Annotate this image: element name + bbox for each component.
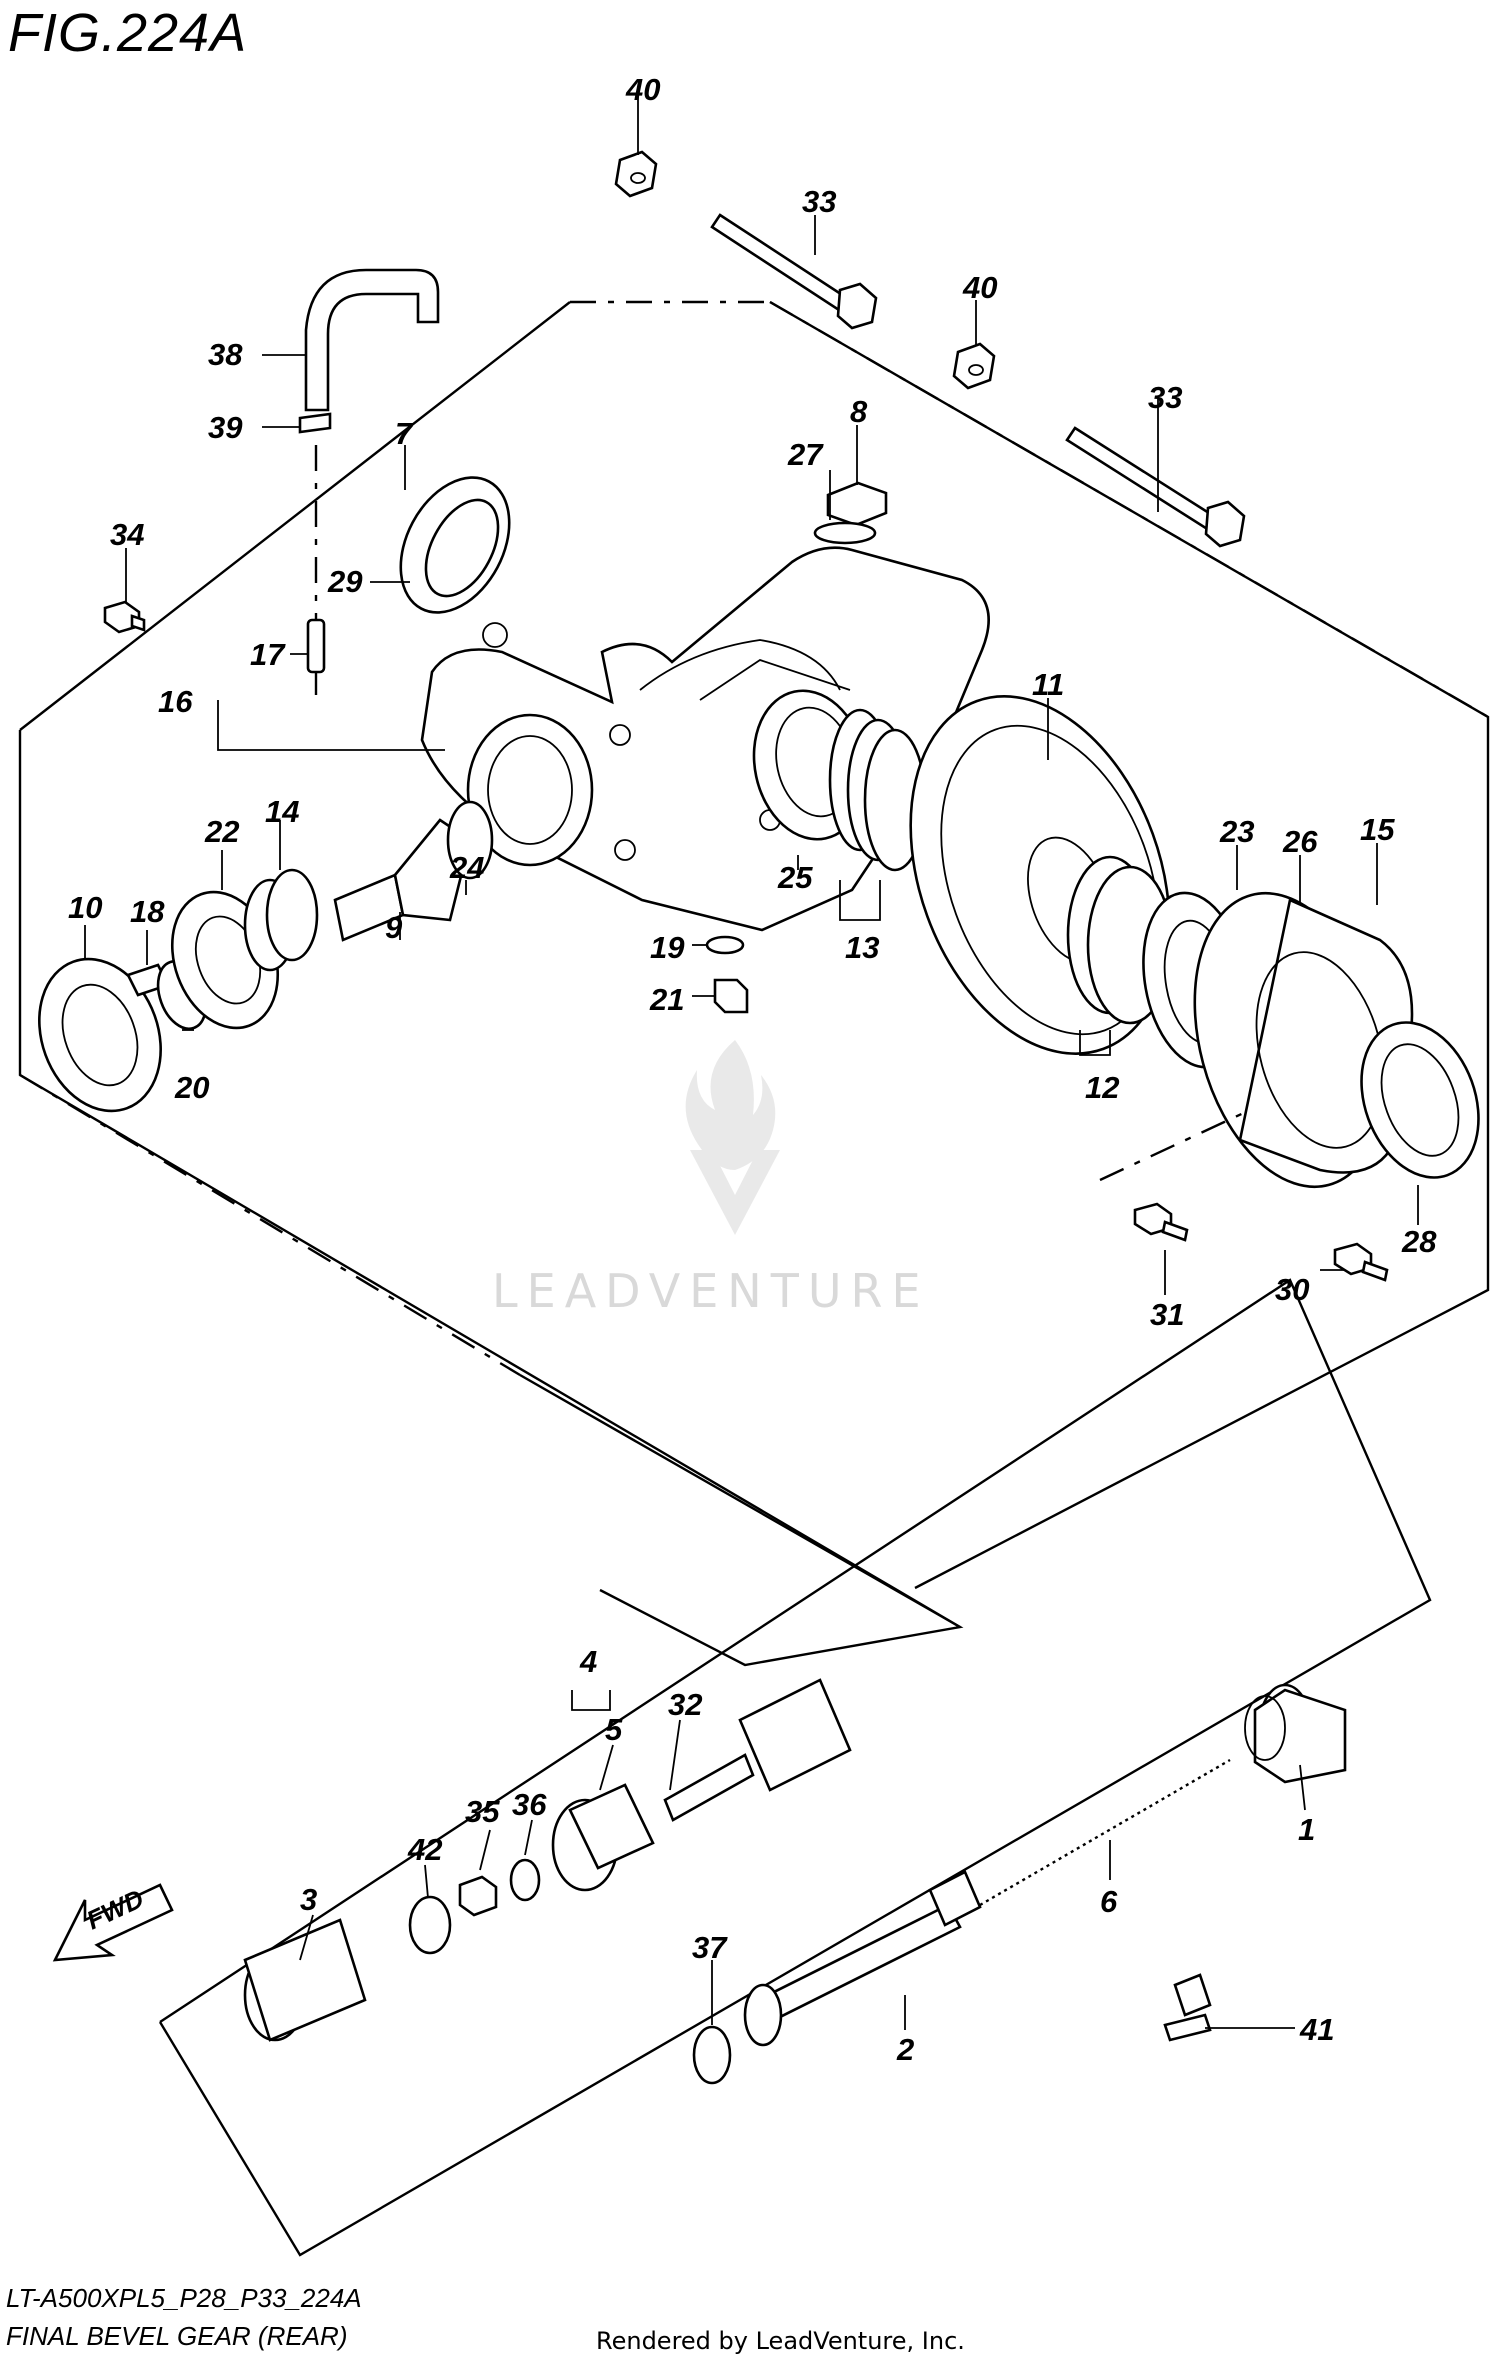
oil-seal-28	[1360, 1021, 1480, 1179]
callout-19: 19	[650, 930, 685, 965]
coupling-1	[1244, 1683, 1347, 1784]
callout-10: 10	[68, 890, 102, 925]
diagram-subtitle: FINAL BEVEL GEAR (REAR)	[6, 2321, 348, 2351]
callout-41: 41	[1299, 2012, 1334, 2047]
callout-13: 13	[845, 930, 879, 965]
callout-21: 21	[649, 982, 684, 1017]
callout-6: 6	[1100, 1884, 1118, 1919]
o-ring-37	[692, 2025, 732, 2085]
callout-4: 4	[579, 1644, 597, 1679]
callout-labels: 40 33 40 33 8 27 38 39 7 34 29 17 16 11 …	[68, 72, 1437, 2067]
nut-35	[458, 1875, 498, 1917]
bearing-24	[446, 800, 494, 880]
callout-39: 39	[208, 410, 243, 445]
model-code: LT-A500XPL5_P28_P33_224A	[6, 2283, 362, 2313]
callout-22: 22	[204, 814, 239, 849]
callout-3: 3	[300, 1882, 317, 1917]
callout-8: 8	[850, 394, 868, 429]
callout-38: 38	[208, 337, 243, 372]
bolt-31	[1133, 1202, 1189, 1242]
washer-36	[509, 1858, 541, 1902]
callout-18: 18	[130, 894, 165, 929]
drain-plug-21	[713, 978, 749, 1014]
bolt-33-top	[710, 213, 878, 330]
callout-40b: 40	[962, 270, 997, 305]
callout-33a: 33	[802, 184, 836, 219]
callout-5: 5	[605, 1712, 623, 1747]
callout-33b: 33	[1148, 380, 1182, 415]
render-credit: Rendered by LeadVenture, Inc.	[596, 2327, 965, 2355]
callout-15: 15	[1360, 812, 1395, 847]
spring-6	[979, 1758, 1231, 1907]
bolt-34	[103, 600, 146, 634]
callout-20: 20	[174, 1070, 209, 1105]
shims-14	[243, 868, 319, 972]
callout-29: 29	[327, 564, 363, 599]
shaft-2	[743, 1870, 982, 2047]
callout-16: 16	[158, 684, 193, 719]
callout-27: 27	[787, 437, 824, 472]
callout-32: 32	[668, 1687, 702, 1722]
oil-seal-29	[399, 476, 511, 614]
breather-hose	[304, 268, 440, 412]
o-ring-42	[408, 1895, 452, 1955]
callout-12: 12	[1085, 1070, 1119, 1105]
callout-40a: 40	[625, 72, 660, 107]
gasket-19	[705, 935, 745, 955]
pinion-nut-10	[38, 957, 162, 1113]
callout-9: 9	[385, 910, 403, 945]
callout-28: 28	[1401, 1224, 1437, 1259]
shaft-subassembly-boundary	[158, 1278, 1432, 2257]
callout-30: 30	[1275, 1272, 1309, 1307]
clip-41	[1163, 1973, 1212, 2042]
callout-42: 42	[407, 1832, 442, 1867]
coupling-5	[551, 1783, 655, 1892]
assembly-boundary	[18, 300, 1491, 1667]
nut-40-top	[614, 150, 658, 198]
hose-clamp	[298, 412, 332, 434]
callout-26: 26	[1282, 824, 1318, 859]
leadventure-logo-icon	[685, 1040, 780, 1235]
shaft-32	[663, 1678, 852, 1822]
leader-lines	[84, 92, 1419, 2030]
callout-37: 37	[692, 1930, 728, 1965]
fwd-arrow-icon: FWD	[52, 1883, 174, 1962]
filler-plug	[813, 481, 888, 545]
callout-34: 34	[110, 517, 144, 552]
callout-17: 17	[250, 637, 286, 672]
callout-7: 7	[395, 416, 414, 451]
figure-title: FIG.224A	[8, 3, 248, 63]
callout-25: 25	[777, 860, 813, 895]
callout-23: 23	[1219, 814, 1254, 849]
callout-31: 31	[1150, 1297, 1184, 1332]
callout-2: 2	[896, 2032, 914, 2067]
nut-40-right	[952, 342, 996, 390]
dowel-pin	[306, 618, 326, 674]
callout-36: 36	[512, 1787, 547, 1822]
callout-24: 24	[449, 850, 484, 885]
callout-35: 35	[465, 1794, 500, 1829]
watermark-text: LEADVENTURE	[492, 1264, 930, 1318]
bolt-30	[1333, 1242, 1389, 1282]
joint-3	[243, 1918, 367, 2042]
callout-14: 14	[265, 794, 299, 829]
callout-1: 1	[1298, 1812, 1315, 1847]
callout-11: 11	[1032, 667, 1064, 702]
bolt-33-right	[1065, 426, 1246, 548]
